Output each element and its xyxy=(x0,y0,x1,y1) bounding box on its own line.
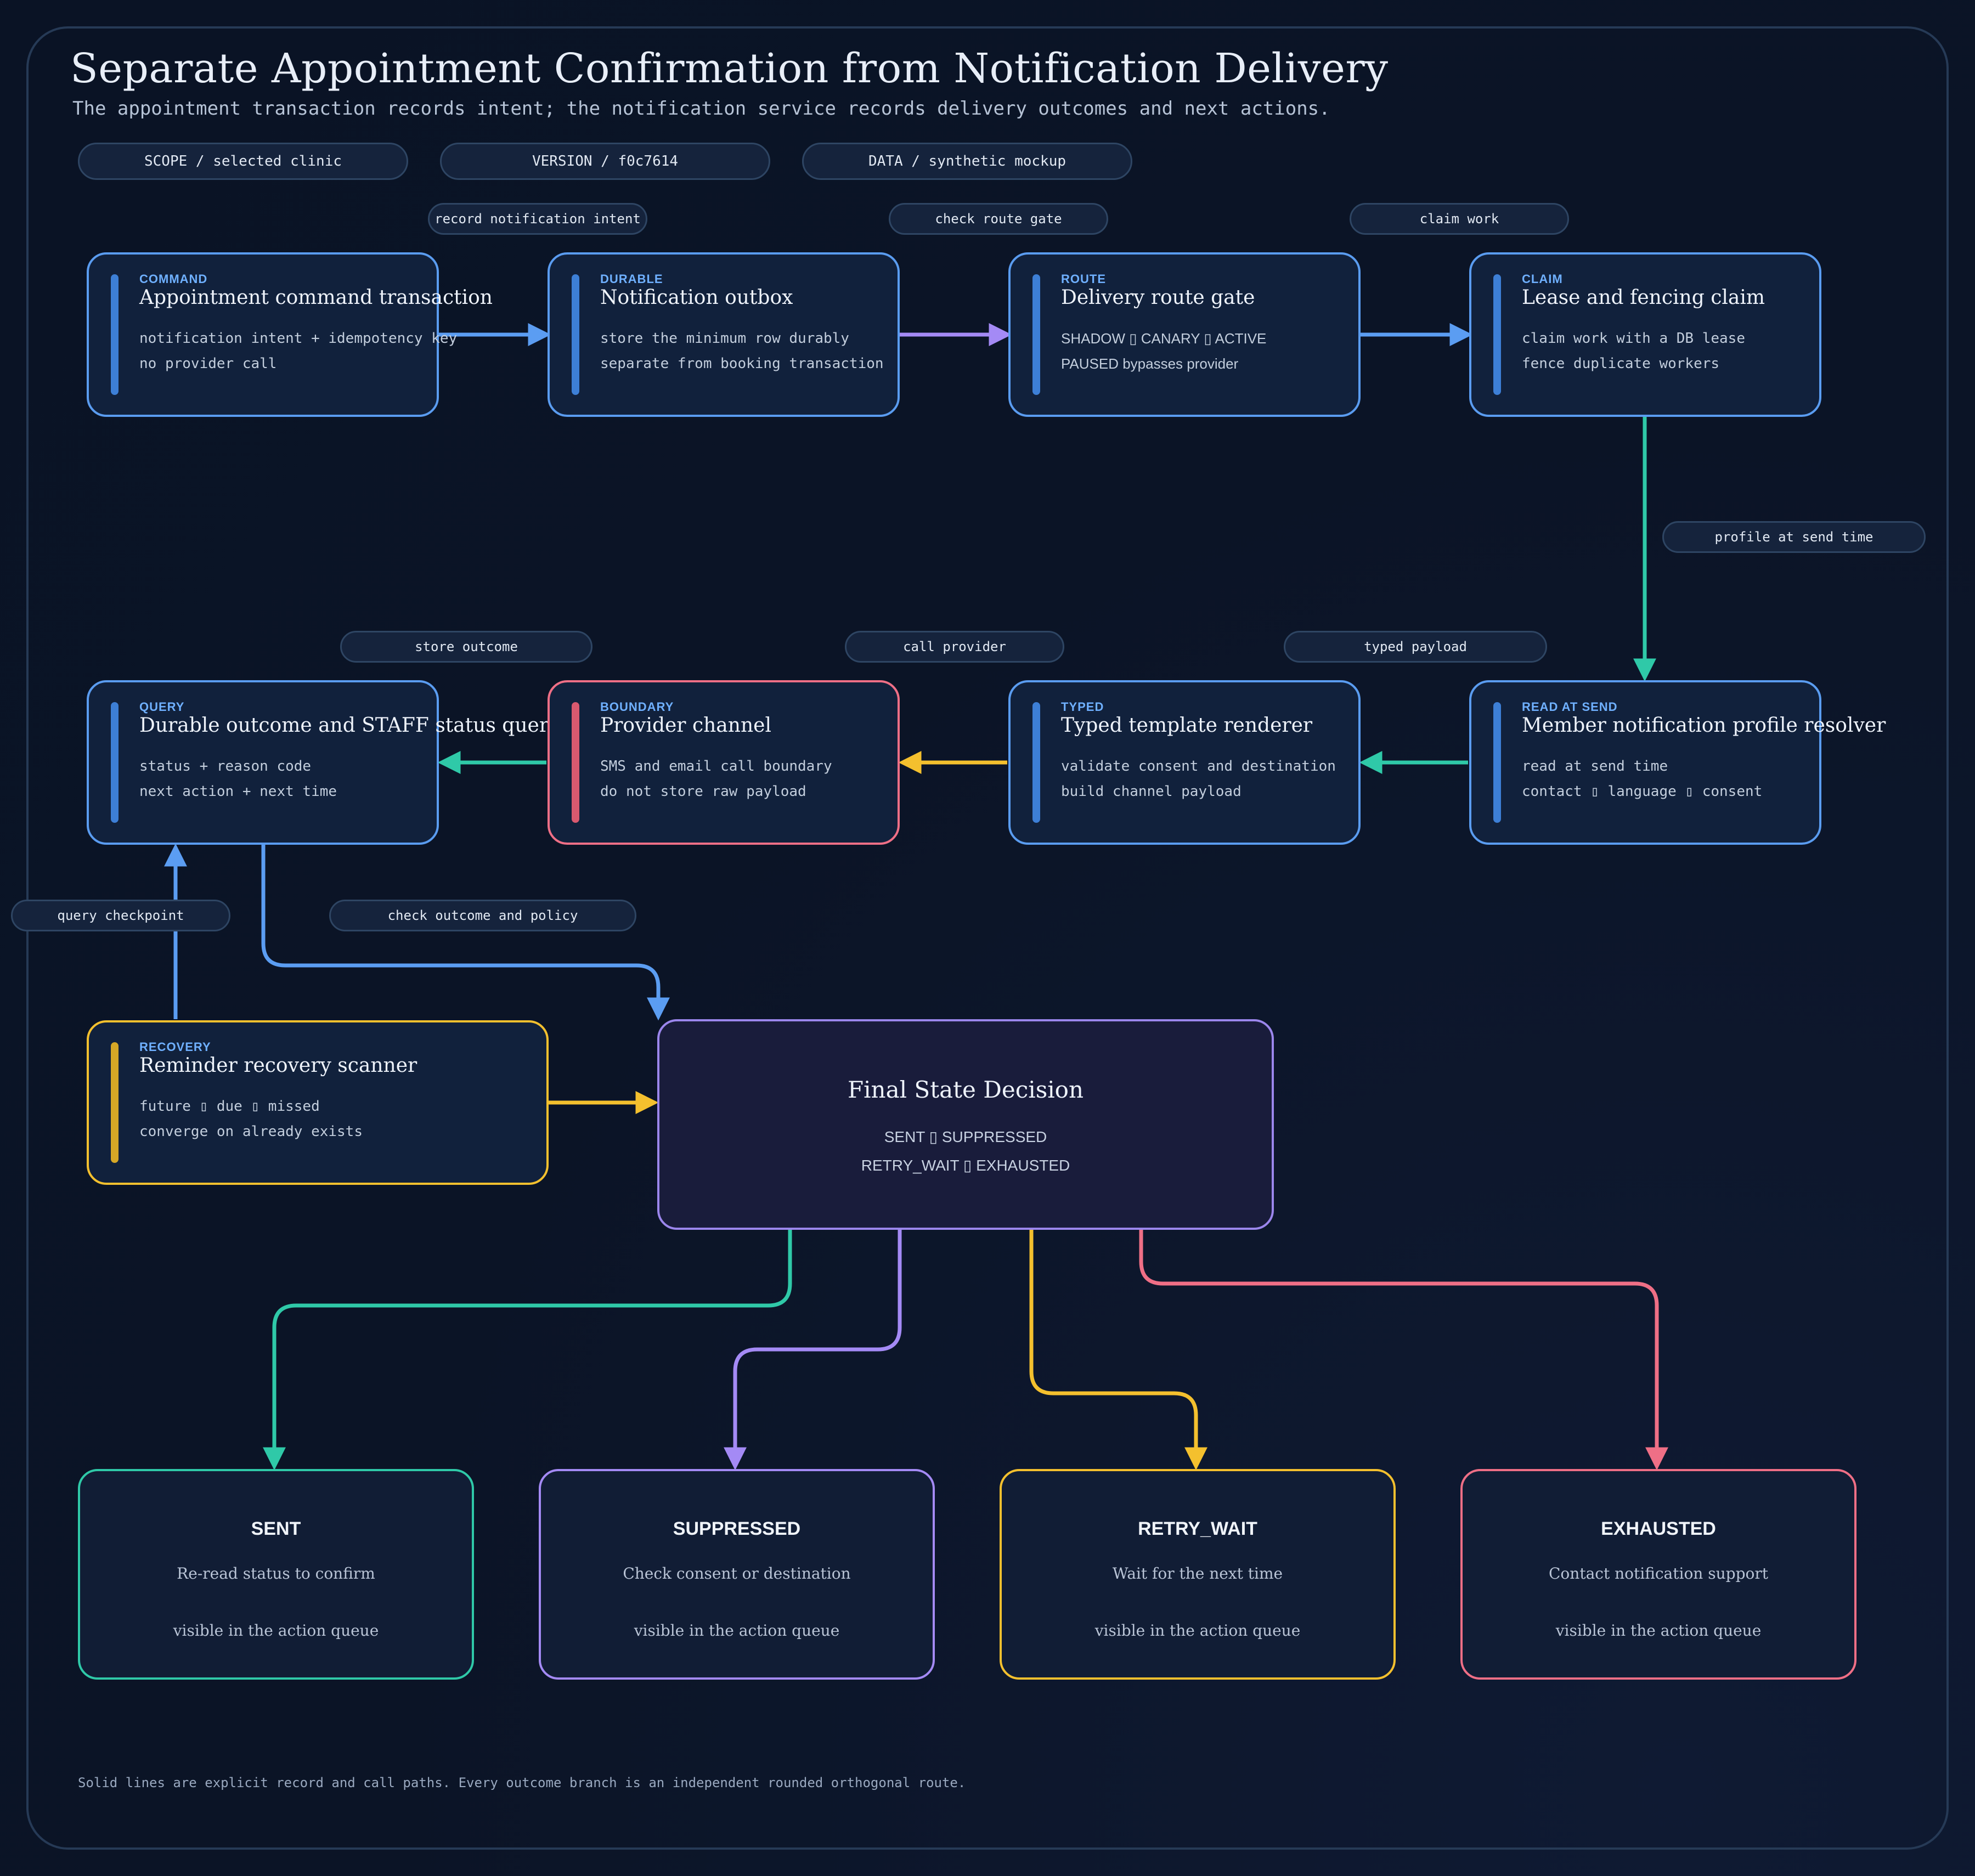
node-resolver[interactable]: READ AT SEND Member notification profile… xyxy=(1469,680,1886,845)
node-detail: SHADOW ▯ CANARY ▯ ACTIVE xyxy=(1061,330,1267,347)
label-check-gate: check route gate xyxy=(889,203,1108,235)
node-kicker: TYPED xyxy=(1061,700,1104,714)
node-query[interactable]: QUERY Durable outcome and STAFF status q… xyxy=(87,680,560,845)
node-detail: do not store raw payload xyxy=(600,783,806,800)
node-accent-bar xyxy=(1032,702,1040,823)
node-renderer[interactable]: TYPED Typed template renderer validate c… xyxy=(1008,680,1361,845)
outcome-title: RETRY_WAIT xyxy=(1138,1518,1257,1539)
outcome-note: visible in the action queue xyxy=(1555,1621,1762,1640)
outcome-description: Wait for the next time xyxy=(1112,1564,1283,1583)
node-detail: claim work with a DB lease xyxy=(1522,330,1745,347)
node-accent-bar xyxy=(111,1042,119,1163)
scope-pill: SCOPE / selected clinic xyxy=(78,143,408,180)
node-kicker: READ AT SEND xyxy=(1522,700,1618,714)
node-detail: read at send time xyxy=(1522,758,1668,775)
node-accent-bar xyxy=(572,274,579,395)
label-check-outcome-policy: check outcome and policy xyxy=(329,900,636,931)
edge-decision-retry xyxy=(1029,1230,1207,1471)
decision-states-line1: SENT ▯ SUPPRESSED xyxy=(884,1128,1047,1145)
outcome-exhausted[interactable]: EXHAUSTED Contact notification support v… xyxy=(1460,1469,1857,1680)
node-kicker: QUERY xyxy=(139,700,185,714)
node-claim[interactable]: CLAIM Lease and fencing claim claim work… xyxy=(1469,252,1821,417)
label-profile-at-send: profile at send time xyxy=(1662,521,1926,553)
outcome-sent[interactable]: SENT Re-read status to confirm visible i… xyxy=(78,1469,474,1680)
node-detail: fence duplicate workers xyxy=(1522,355,1720,372)
label-call-provider: call provider xyxy=(845,631,1064,663)
node-detail: notification intent + idempotency key xyxy=(139,330,458,347)
edge-query-decision xyxy=(261,845,670,1021)
node-route-gate[interactable]: ROUTE Delivery route gate SHADOW ▯ CANAR… xyxy=(1008,252,1361,417)
node-accent-bar xyxy=(572,702,579,823)
node-accent-bar xyxy=(111,702,119,823)
node-accent-bar xyxy=(1032,274,1040,395)
data-pill: DATA / synthetic mockup xyxy=(802,143,1132,180)
node-accent-bar xyxy=(111,274,119,395)
outcome-note: visible in the action queue xyxy=(634,1621,840,1640)
outcome-title: SENT xyxy=(251,1518,301,1539)
node-recovery[interactable]: RECOVERY Reminder recovery scanner futur… xyxy=(87,1020,549,1185)
outcome-title: SUPPRESSED xyxy=(673,1518,801,1539)
decision-states-line2: RETRY_WAIT ▯ EXHAUSTED xyxy=(861,1157,1070,1174)
footnote: Solid lines are explicit record and call… xyxy=(78,1775,966,1790)
node-detail: store the minimum row durably xyxy=(600,330,849,347)
node-kicker: COMMAND xyxy=(139,272,208,286)
node-detail: next action + next time xyxy=(139,783,337,800)
outcome-description: Re-read status to confirm xyxy=(177,1564,375,1583)
node-detail: contact ▯ language ▯ consent xyxy=(1522,783,1763,800)
node-accent-bar xyxy=(1493,702,1501,823)
node-detail: status + reason code xyxy=(139,758,312,775)
node-command[interactable]: COMMAND Appointment command transaction … xyxy=(87,252,493,417)
node-detail: separate from booking transaction xyxy=(600,355,884,372)
node-title: Typed template renderer xyxy=(1061,714,1313,737)
node-detail: SMS and email call boundary xyxy=(600,758,832,775)
outcome-note: visible in the action queue xyxy=(173,1621,379,1640)
outcome-title: EXHAUSTED xyxy=(1601,1518,1716,1539)
edge-decision-suppressed xyxy=(724,1230,902,1471)
node-title: Member notification profile resolver xyxy=(1522,714,1886,737)
outcome-suppressed[interactable]: SUPPRESSED Check consent or destination … xyxy=(539,1469,935,1680)
node-kicker: DURABLE xyxy=(600,272,663,286)
node-kicker: CLAIM xyxy=(1522,272,1563,286)
node-title: Delivery route gate xyxy=(1061,286,1255,309)
edge-decision-sent xyxy=(263,1230,792,1471)
node-kicker: BOUNDARY xyxy=(600,700,674,714)
label-claim-work: claim work xyxy=(1350,203,1569,235)
node-detail: PAUSED bypasses provider xyxy=(1061,355,1239,372)
node-title: Provider channel xyxy=(600,714,771,737)
node-detail: future ▯ due ▯ missed xyxy=(139,1098,320,1115)
node-detail: validate consent and destination xyxy=(1061,758,1336,775)
node-final-state-decision[interactable]: Final State Decision SENT ▯ SUPPRESSED R… xyxy=(657,1019,1274,1230)
outcome-description: Check consent or destination xyxy=(623,1564,851,1583)
node-title: Notification outbox xyxy=(600,286,793,309)
node-title: Reminder recovery scanner xyxy=(139,1054,417,1077)
node-outbox[interactable]: DURABLE Notification outbox store the mi… xyxy=(548,252,900,417)
node-title: Durable outcome and STAFF status query xyxy=(139,714,560,737)
node-kicker: RECOVERY xyxy=(139,1040,211,1054)
edge-decision-exhausted xyxy=(1139,1230,1668,1471)
diagram-frame xyxy=(26,26,1949,1850)
node-provider[interactable]: BOUNDARY Provider channel SMS and email … xyxy=(548,680,900,845)
outcome-note: visible in the action queue xyxy=(1094,1621,1301,1640)
label-typed-payload: typed payload xyxy=(1284,631,1547,663)
version-pill: VERSION / f0c7614 xyxy=(440,143,770,180)
node-title: Appointment command transaction xyxy=(139,286,493,309)
decision-title: Final State Decision xyxy=(847,1076,1084,1103)
label-query-checkpoint: query checkpoint xyxy=(11,900,230,931)
outcome-retry-wait[interactable]: RETRY_WAIT Wait for the next time visibl… xyxy=(1000,1469,1396,1680)
label-store-outcome: store outcome xyxy=(340,631,592,663)
node-detail: build channel payload xyxy=(1061,783,1242,800)
node-detail: converge on already exists xyxy=(139,1123,363,1140)
node-accent-bar xyxy=(1493,274,1501,395)
node-title: Lease and fencing claim xyxy=(1522,286,1765,309)
page-title: Separate Appointment Confirmation from N… xyxy=(70,45,1389,92)
node-detail: no provider call xyxy=(139,355,277,372)
label-record-intent: record notification intent xyxy=(428,203,647,235)
page-subtitle: The appointment transaction records inte… xyxy=(72,98,1330,120)
node-kicker: ROUTE xyxy=(1061,272,1106,286)
outcome-description: Contact notification support xyxy=(1549,1564,1768,1583)
